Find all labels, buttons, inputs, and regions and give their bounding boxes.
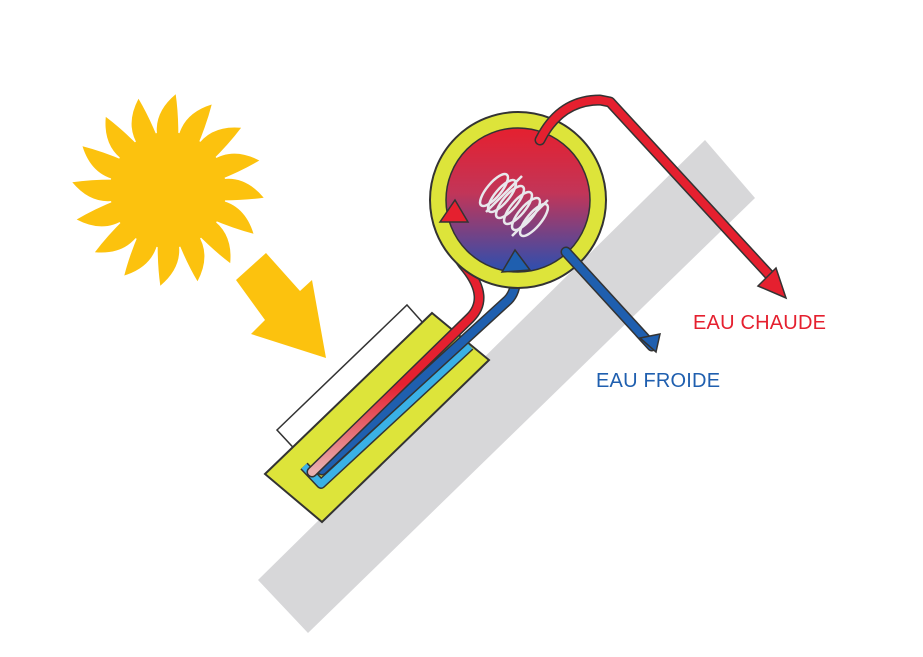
sun-ray-arrow-icon (236, 253, 326, 358)
sun-icon (72, 94, 264, 286)
cold-water-inlet-pipe (560, 246, 661, 354)
cold-water-label: EAU FROIDE (596, 370, 721, 392)
hot-inflow-arrow-icon (438, 198, 470, 223)
storage-tank (429, 111, 607, 289)
heat-exchanger-coil-icon (478, 172, 550, 238)
cold-inflow-arrow-icon (500, 248, 532, 273)
hot-water-label: EAU CHAUDE (693, 312, 827, 334)
hot-water-outlet-pipe (534, 94, 788, 300)
roof-slab (258, 140, 755, 633)
